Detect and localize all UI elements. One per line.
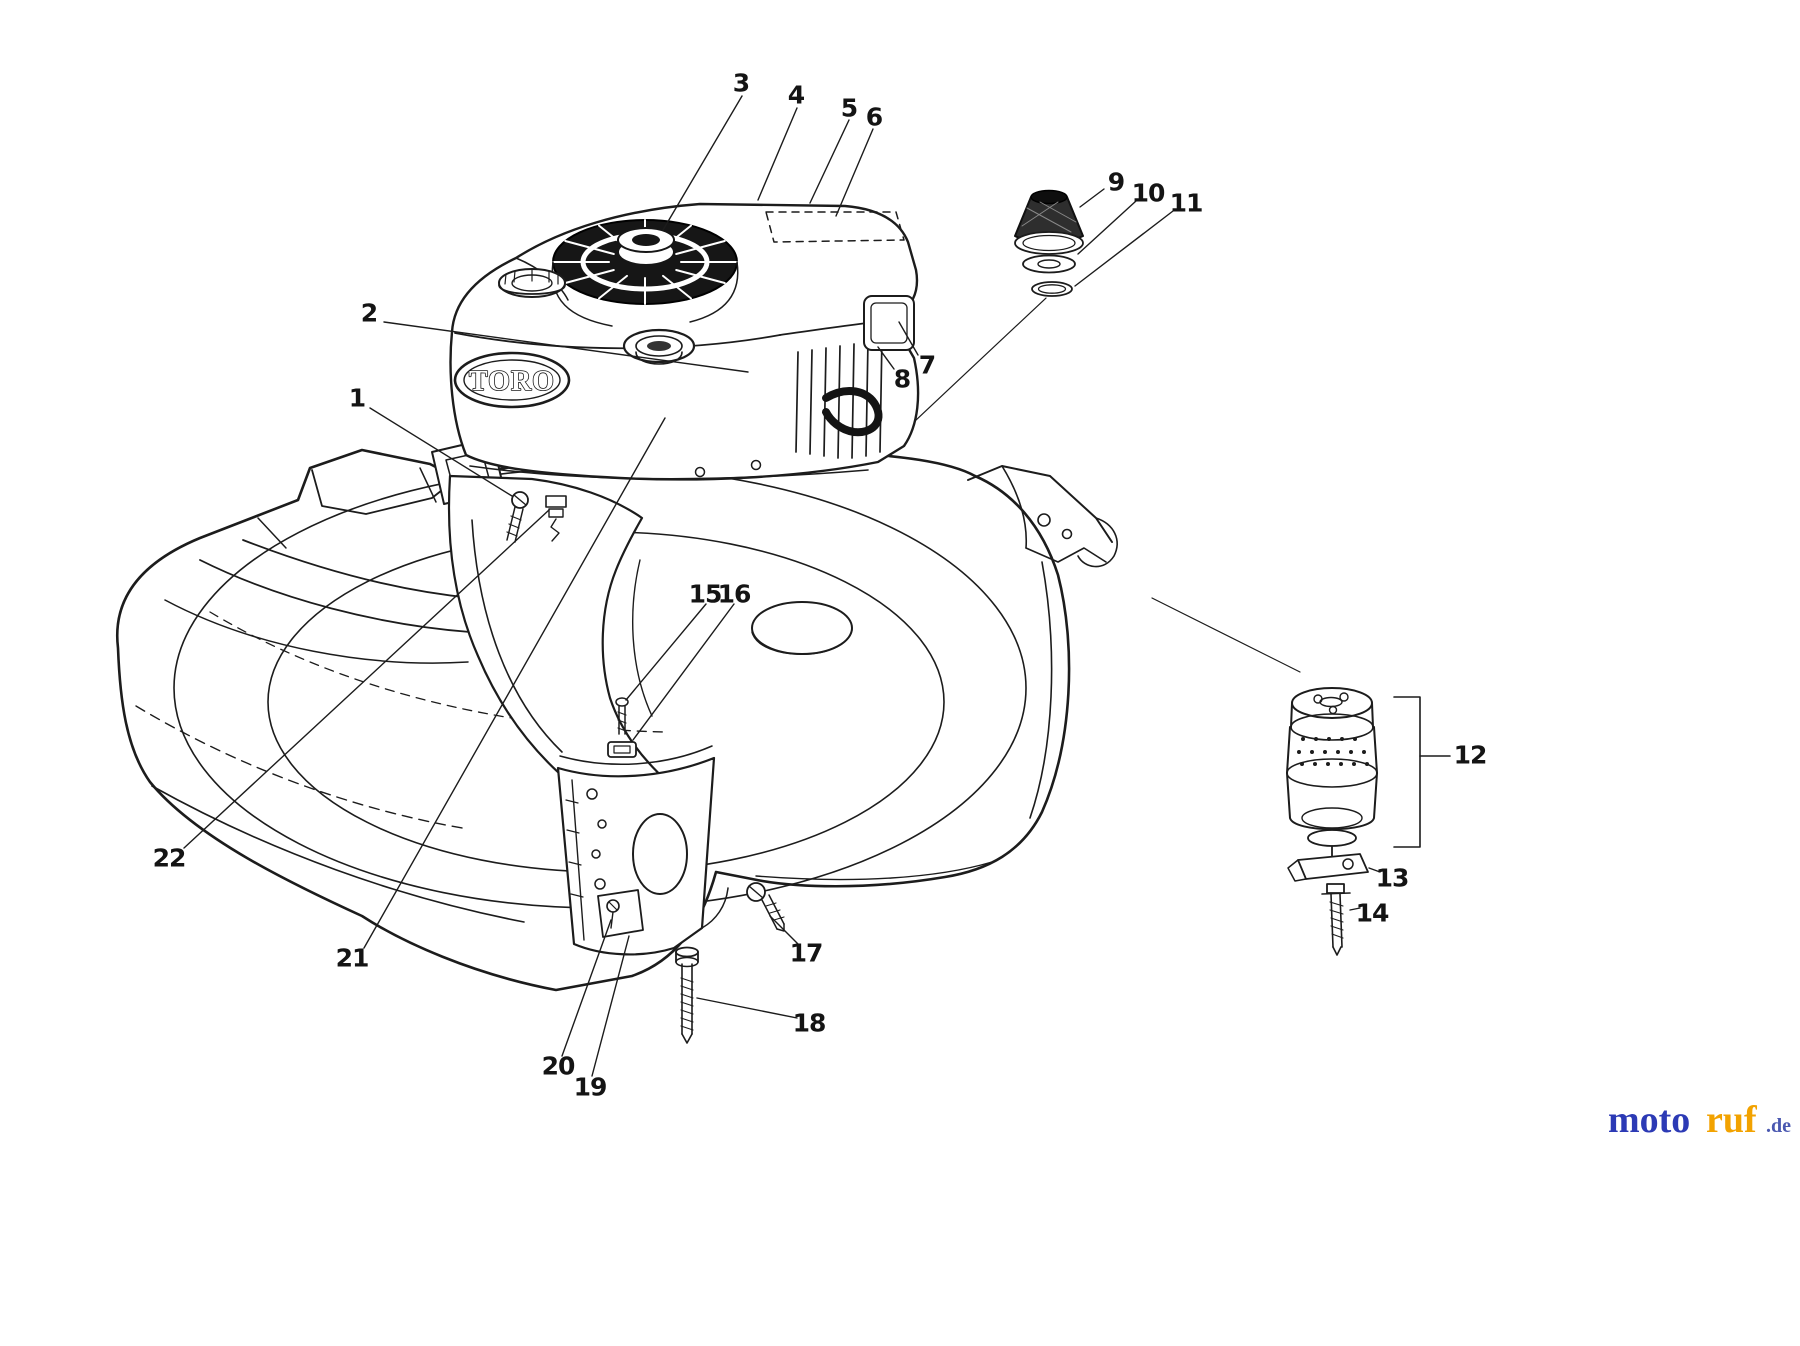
engine-side-plate xyxy=(863,295,915,351)
screw-15 xyxy=(615,697,629,735)
callout-14: 14 xyxy=(1355,898,1390,928)
callout-6: 6 xyxy=(865,102,883,132)
oil-fill-boss xyxy=(622,328,696,365)
callout-22: 22 xyxy=(152,843,187,873)
top-panel-dashed xyxy=(765,211,905,243)
leader-21 xyxy=(363,417,666,949)
callout-12: 12 xyxy=(1453,740,1488,770)
callout-10: 10 xyxy=(1131,178,1166,208)
callout-13: 13 xyxy=(1375,863,1410,893)
plate-oval-opening xyxy=(632,813,688,895)
clip-16 xyxy=(607,741,637,758)
front-mounting-plate xyxy=(556,745,729,956)
leader-8 xyxy=(877,346,895,370)
watermark-ruf: ruf xyxy=(1706,1099,1758,1141)
callout-21: 21 xyxy=(335,943,370,973)
bracket-line-12 xyxy=(1393,696,1451,848)
muffler-bracket-13 xyxy=(1287,853,1369,882)
recoil-starter xyxy=(551,219,739,327)
leader-4 xyxy=(757,107,798,201)
leader-11 xyxy=(1074,210,1174,287)
leader-17 xyxy=(769,915,799,945)
air-cleaner-cone xyxy=(1014,189,1084,255)
callout-2: 2 xyxy=(360,298,378,328)
leader-6 xyxy=(835,128,874,217)
callout-16: 16 xyxy=(717,579,752,609)
air-cleaner-ring xyxy=(1031,281,1073,297)
muffler-perforations xyxy=(1297,737,1369,766)
leader-20 xyxy=(561,919,612,1057)
leader-9 xyxy=(1079,188,1105,208)
shroud-fins xyxy=(795,335,883,459)
callout-11: 11 xyxy=(1169,188,1204,218)
leader-1 xyxy=(369,407,513,497)
screw-1 xyxy=(506,491,529,543)
throttle-cable xyxy=(822,387,883,437)
leader-3 xyxy=(662,95,743,231)
leader-16 xyxy=(632,603,735,741)
toro-logo-text: TORO xyxy=(469,366,555,397)
callout-4: 4 xyxy=(787,80,805,110)
leader-2 xyxy=(383,321,749,373)
leader-lines xyxy=(183,95,1381,1077)
leader-18 xyxy=(696,997,798,1019)
callout-8: 8 xyxy=(893,364,911,394)
air-cleaner-washer xyxy=(1022,254,1076,274)
fuel-cap xyxy=(498,268,566,298)
leader-22 xyxy=(183,509,550,849)
muffler-location-line xyxy=(1151,597,1301,673)
handle-bracket-right xyxy=(967,465,1118,568)
watermark-de: .de xyxy=(1766,1115,1791,1137)
watermark: moto ruf .de xyxy=(1608,1099,1791,1141)
callout-20: 20 xyxy=(541,1051,576,1081)
bolt-18 xyxy=(675,946,699,1044)
fuel-fitting-22 xyxy=(545,495,567,542)
muffler-bolt-14 xyxy=(1321,883,1351,956)
leader-5 xyxy=(809,119,850,204)
callout-9: 9 xyxy=(1107,167,1125,197)
callout-17: 17 xyxy=(789,938,824,968)
callout-5: 5 xyxy=(840,93,858,123)
muffler-stack xyxy=(1286,687,1378,859)
leader-13 xyxy=(1368,867,1381,873)
callout-18: 18 xyxy=(792,1008,827,1038)
callout-7: 7 xyxy=(918,350,936,380)
toro-badge: TORO xyxy=(453,351,571,409)
callout-15: 15 xyxy=(688,579,723,609)
leader-19 xyxy=(591,935,630,1077)
callout-3: 3 xyxy=(732,68,750,98)
air-cleaner-assembly-line xyxy=(915,297,1047,421)
leader-7 xyxy=(898,321,919,356)
callout-1: 1 xyxy=(348,383,366,413)
screw-17 xyxy=(746,882,785,932)
leader-10 xyxy=(1077,200,1137,255)
leader-15 xyxy=(625,603,707,701)
callout-19: 19 xyxy=(573,1072,608,1102)
watermark-moto: moto xyxy=(1608,1099,1690,1141)
leader-14 xyxy=(1349,907,1361,911)
